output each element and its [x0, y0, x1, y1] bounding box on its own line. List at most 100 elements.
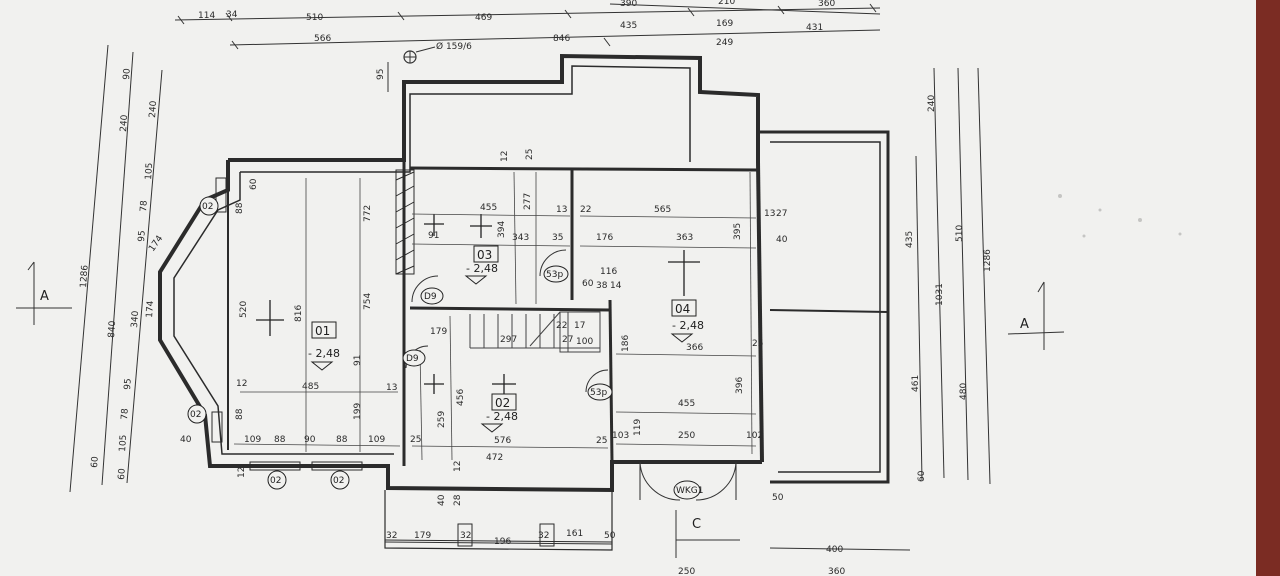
svg-text:277: 277 — [523, 193, 533, 210]
svg-text:13: 13 — [556, 205, 567, 215]
stairs-dims: 297 116 60 38 14 100 22 17 27 179 — [430, 267, 622, 347]
svg-text:28: 28 — [453, 494, 463, 506]
dim-top-114: 114 — [198, 11, 215, 21]
svg-text:35: 35 — [552, 233, 563, 243]
dim-top-510: 510 — [306, 13, 323, 23]
svg-text:363: 363 — [676, 233, 693, 243]
room-02-level: - 2,48 — [486, 410, 518, 423]
svg-text:394: 394 — [497, 221, 507, 238]
section-marker-c: C — [692, 517, 701, 532]
dim-left-240-b: 240 — [148, 100, 159, 118]
svg-text:576: 576 — [494, 436, 511, 446]
svg-text:88: 88 — [235, 202, 245, 214]
svg-text:240: 240 — [927, 95, 937, 112]
svg-text:109: 109 — [368, 435, 385, 445]
svg-text:435: 435 — [905, 231, 915, 248]
room-04-level: - 2,48 — [672, 319, 704, 332]
dim-top-249: 249 — [716, 38, 733, 48]
dim-left-78: 78 — [139, 200, 150, 212]
svg-text:455: 455 — [678, 399, 695, 409]
svg-text:50: 50 — [772, 493, 784, 503]
left-dimension-chains — [16, 44, 163, 493]
svg-text:12: 12 — [500, 151, 510, 162]
dim-left-95-b: 95 — [123, 378, 134, 390]
chimney-hatch — [395, 169, 415, 275]
dim-top-390: 390 — [620, 0, 637, 9]
svg-text:60: 60 — [249, 178, 259, 190]
svg-text:816: 816 — [294, 305, 304, 322]
top-dimension-labels: 114 34 510 469 435 169 431 390 210 360 5… — [198, 0, 835, 48]
svg-text:199: 199 — [353, 403, 363, 420]
dim-left-174-b: 174 — [145, 300, 156, 318]
svg-text:754: 754 — [363, 293, 373, 310]
dim-left-840: 840 — [107, 320, 118, 338]
room-03-number: 03 — [477, 248, 492, 262]
svg-text:179: 179 — [414, 531, 431, 541]
svg-text:91: 91 — [353, 355, 363, 366]
svg-text:461: 461 — [911, 375, 921, 392]
room-03-dims: 455 394 277 343 91 772 25 12 35 13 22 75… — [363, 149, 591, 310]
dim-left-1286: 1286 — [79, 264, 91, 288]
dim-left-60-b: 60 — [117, 468, 128, 480]
room-01-dims: 520 816 485 88 88 40 109 88 90 88 109 25… — [180, 178, 421, 445]
dim-95: 95 — [376, 69, 386, 80]
window-tag-02-c: 02 — [270, 476, 281, 486]
svg-text:88: 88 — [235, 408, 245, 420]
table-edge — [1256, 0, 1280, 576]
svg-text:25: 25 — [596, 436, 607, 446]
svg-text:176: 176 — [596, 233, 613, 243]
svg-text:27: 27 — [562, 335, 573, 345]
bottom-dimension-labels: 179 32 196 32 161 32 50 400 360 250 50 — [386, 493, 845, 576]
room-03-level: - 2,48 — [466, 262, 498, 275]
svg-text:565: 565 — [654, 205, 671, 215]
bottom-dimension-chains — [384, 510, 911, 558]
svg-text:60: 60 — [917, 470, 927, 482]
svg-text:186: 186 — [621, 335, 631, 352]
svg-text:90: 90 — [304, 435, 316, 445]
svg-text:179: 179 — [430, 327, 447, 337]
svg-text:772: 772 — [363, 205, 373, 222]
svg-text:297: 297 — [500, 335, 517, 345]
svg-text:12: 12 — [236, 379, 247, 389]
dim-left-105: 105 — [144, 162, 155, 180]
svg-text:22: 22 — [580, 205, 591, 215]
door-tag-53p-b: 53p — [590, 388, 607, 398]
svg-text:250: 250 — [678, 567, 695, 576]
dim-left-105-b: 105 — [118, 434, 129, 452]
dim-top-469: 469 — [475, 13, 492, 23]
section-marker-a-left: A — [40, 289, 49, 304]
dim-left-340: 340 — [130, 310, 141, 328]
svg-text:27: 27 — [776, 209, 787, 219]
svg-text:40: 40 — [437, 494, 447, 506]
svg-text:343: 343 — [512, 233, 529, 243]
svg-text:12: 12 — [237, 467, 247, 478]
handwritten-note: 472 — [486, 453, 503, 463]
dim-left-95: 95 — [137, 230, 148, 242]
svg-text:109: 109 — [244, 435, 261, 445]
svg-text:360: 360 — [828, 567, 845, 576]
svg-text:395: 395 — [733, 223, 743, 240]
svg-text:40: 40 — [180, 435, 192, 445]
room-01: 01 - 2,48 — [308, 321, 340, 371]
dim-top-169: 169 — [716, 19, 733, 29]
svg-text:396: 396 — [735, 377, 745, 394]
right-dimension-chains — [915, 67, 1065, 485]
svg-text:400: 400 — [826, 545, 843, 555]
svg-text:1031: 1031 — [935, 283, 945, 306]
svg-text:32: 32 — [386, 531, 397, 541]
dim-top-566: 566 — [314, 34, 331, 44]
svg-text:60: 60 — [582, 279, 594, 289]
svg-text:40: 40 — [776, 235, 788, 245]
svg-text:480: 480 — [959, 383, 969, 400]
room-center-marks — [256, 214, 700, 394]
svg-text:38: 38 — [596, 281, 608, 291]
svg-text:25: 25 — [410, 435, 421, 445]
dim-left-90: 90 — [122, 68, 133, 80]
right-dimension-labels: 435 1031 1286 240 510 461 480 60 — [905, 95, 993, 482]
svg-text:88: 88 — [336, 435, 348, 445]
svg-text:25: 25 — [752, 339, 763, 349]
svg-text:119: 119 — [633, 419, 643, 436]
room-04-dims: 565 363 176 395 366 396 455 250 103 102 … — [596, 205, 788, 441]
